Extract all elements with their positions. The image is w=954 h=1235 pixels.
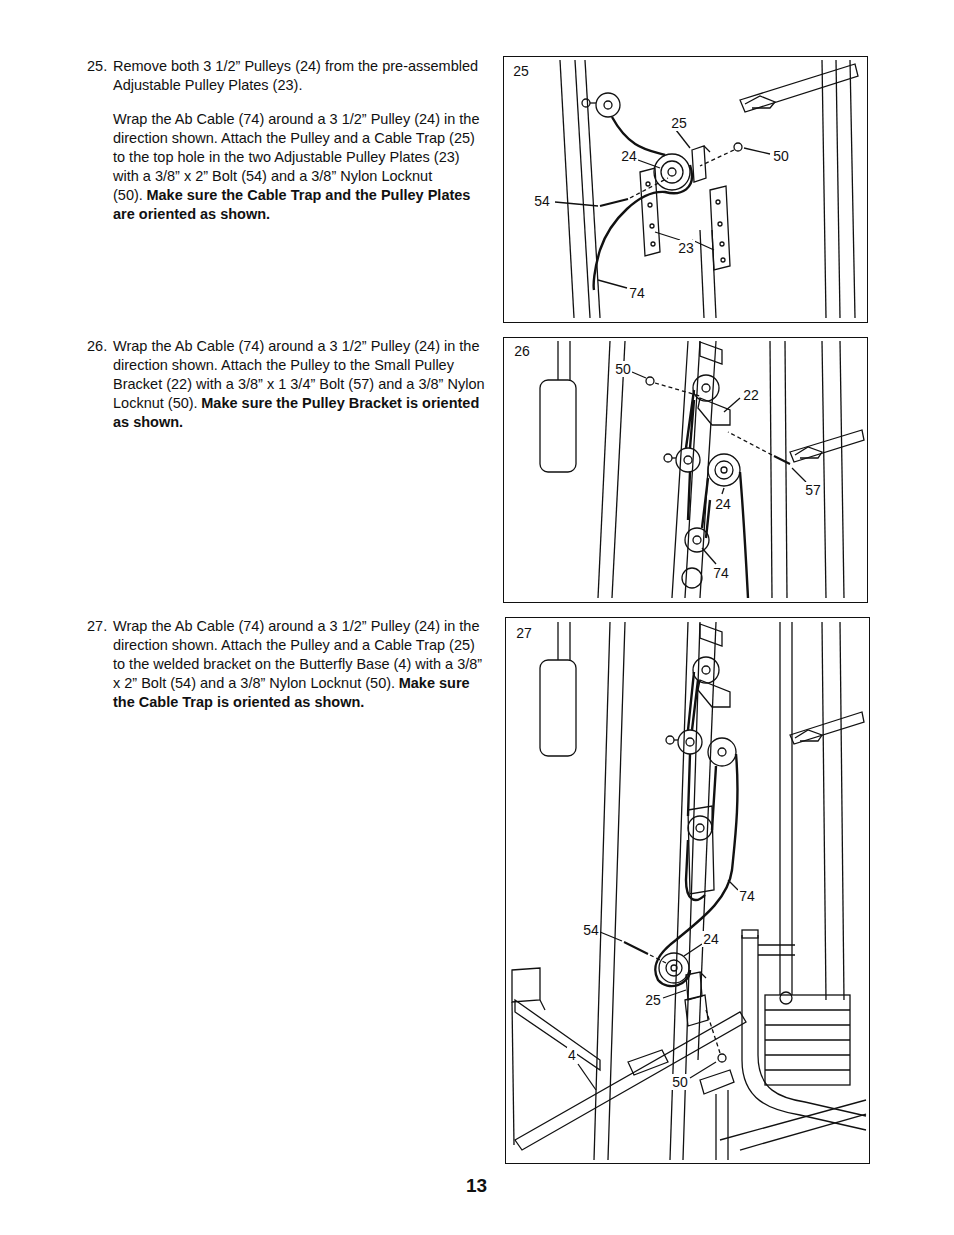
callout-number: 24: [620, 148, 638, 164]
callout-number: 57: [804, 482, 822, 498]
butterfly-base: [512, 968, 866, 1160]
step-number: 26: [513, 343, 531, 359]
step-number: 26.: [87, 337, 107, 356]
cable: [686, 390, 748, 598]
illustration-panel: 25 25 24 50 54 23 74: [503, 56, 868, 323]
weight-stack: [742, 930, 866, 1130]
callout-number: 54: [582, 922, 600, 938]
instruction-paragraph: Wrap the Ab Cable (74) around a 3 1/2” P…: [113, 337, 488, 432]
locknut: [734, 143, 742, 151]
callout-number: 54: [533, 193, 551, 209]
step-number: 27.: [87, 617, 107, 636]
page-number: 13: [466, 1175, 487, 1197]
instruction-paragraph: Remove both 3 1/2” Pulleys (24) from the…: [113, 57, 488, 95]
step-number: 25.: [87, 57, 107, 76]
locknut: [718, 1054, 726, 1062]
callout-number: 22: [742, 387, 760, 403]
cable-trap: [692, 146, 710, 182]
illustration-panel: 27 74 54 24 25 4 50: [505, 617, 870, 1164]
callout-number: 74: [738, 888, 756, 904]
callout-number: 24: [702, 931, 720, 947]
instruction-text: Remove both 3 1/2” Pulleys (24) from the…: [113, 58, 478, 93]
illustration-panel: 26 50 22 57 24 74: [503, 337, 868, 603]
callout-number: 74: [712, 565, 730, 581]
callout-number: 24: [714, 496, 732, 512]
bolt: [774, 456, 790, 464]
instruction-paragraph: Wrap the Ab Cable (74) around a 3 1/2” P…: [113, 110, 488, 224]
step-number: 25: [512, 63, 530, 79]
callout-number: 25: [644, 992, 662, 1008]
pulley-plate: [640, 168, 730, 270]
frame-upright: [540, 341, 864, 598]
pulley: [659, 657, 736, 983]
callout-number: 25: [670, 115, 688, 131]
callout-number: 50: [772, 148, 790, 164]
pulley: [582, 93, 690, 190]
bolt: [600, 199, 628, 206]
frame-upright: [560, 60, 858, 318]
callout-number: 74: [628, 285, 646, 301]
frame-upright: [540, 622, 864, 1160]
bolt: [624, 942, 648, 954]
callout-number: 50: [671, 1074, 689, 1090]
bold-instruction: Make sure the Cable Trap and the Pulley …: [113, 187, 470, 222]
cable: [594, 117, 692, 290]
callout-number: 50: [614, 361, 632, 377]
cable: [655, 672, 737, 986]
pulley: [664, 375, 740, 588]
step-number: 27: [515, 625, 533, 641]
locknut: [646, 377, 654, 385]
callout-number: 23: [677, 240, 695, 256]
instruction-paragraph: Wrap the Ab Cable (74) around a 3 1/2” P…: [113, 617, 488, 712]
callout-number: 4: [567, 1047, 577, 1063]
